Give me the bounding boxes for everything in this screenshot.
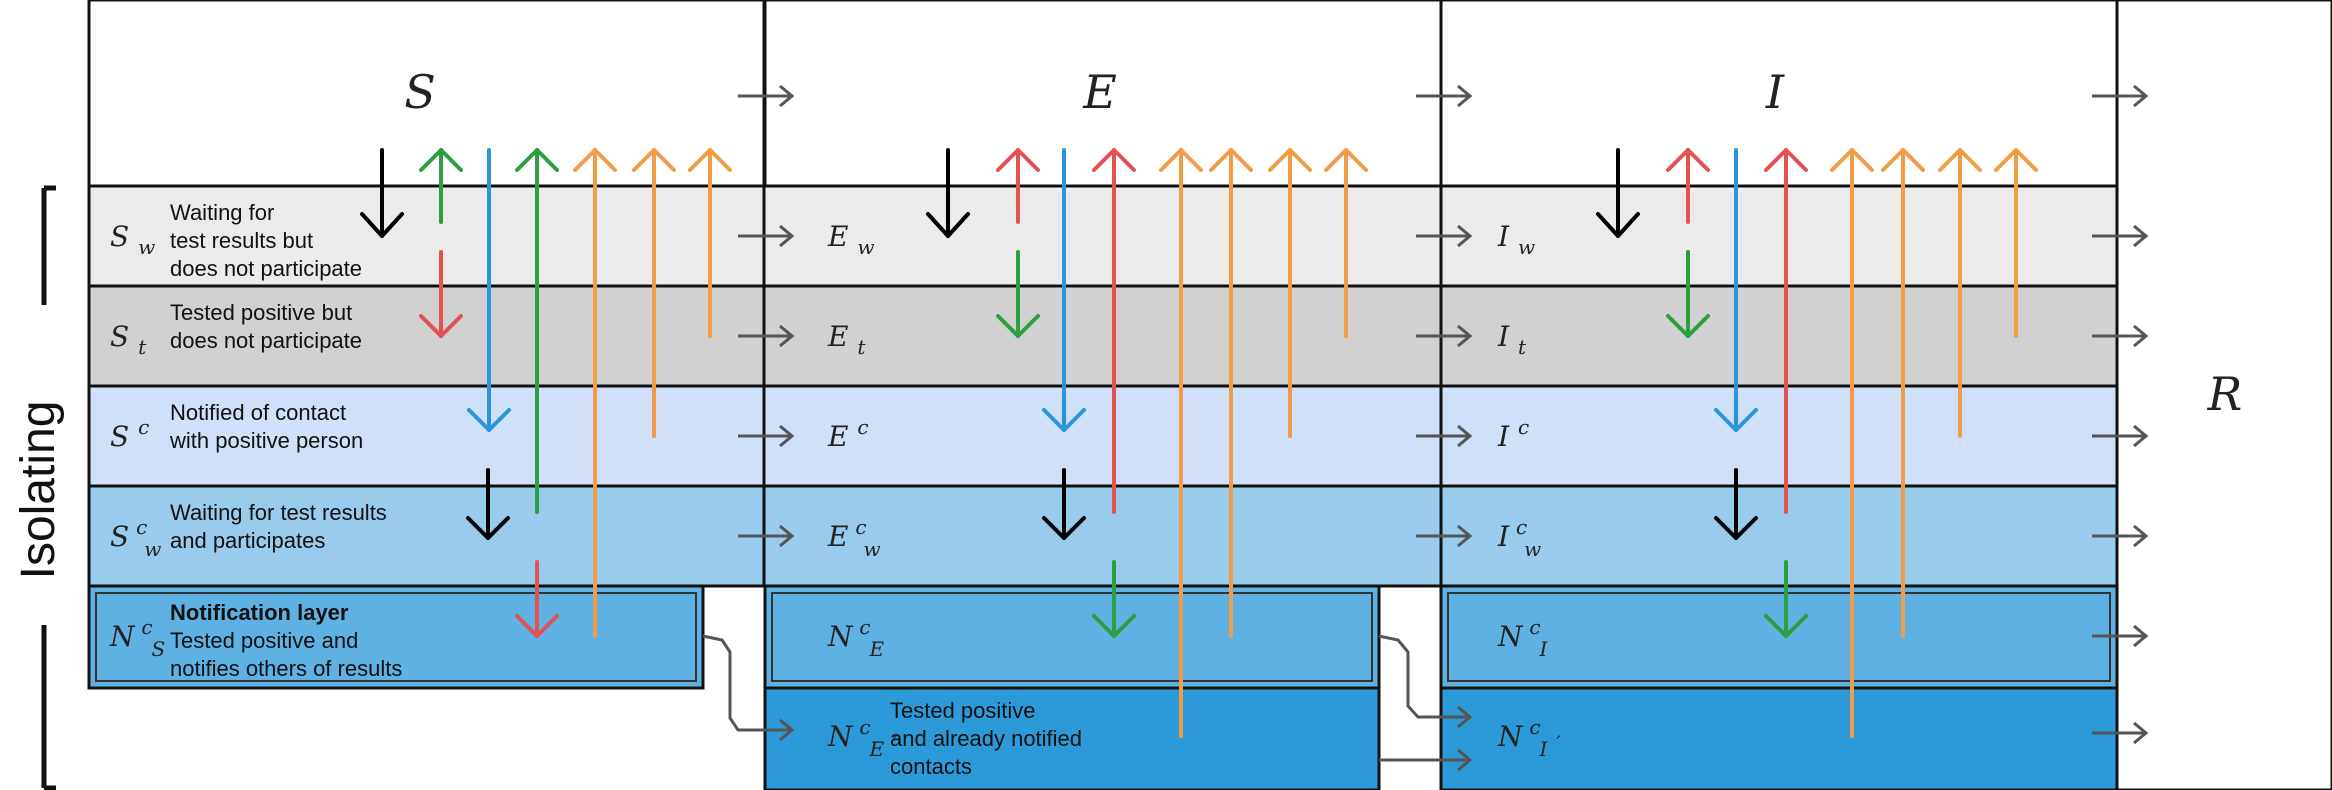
row-wc-band: [87, 484, 2119, 588]
Ewc-label: E c w: [827, 508, 881, 561]
row-w-description: Waiting for test results but does not pa…: [170, 200, 362, 281]
NI-box: [1439, 584, 2119, 690]
NS-box: [87, 584, 705, 690]
S-transition-arrows: [360, 148, 732, 638]
Ec-label: E c: [827, 415, 869, 453]
NIprime-box: [1439, 686, 2119, 790]
progression-arrows: [702, 84, 2149, 772]
row-labels: S w S t S c S c w N c S E w E t: [109, 220, 1561, 763]
notification-boxes: [87, 584, 2119, 790]
NI-label: N c I: [1497, 608, 1550, 661]
row-progression-arrows: [738, 224, 2149, 745]
row-descriptions: Waiting for test results but does not pa…: [169, 200, 1088, 779]
row-c-band: [87, 384, 2119, 488]
row-w-band: [87, 184, 2119, 288]
row-bands: [87, 184, 2119, 588]
NE-box: [763, 584, 1381, 690]
nprime-description: Tested positive and already notified con…: [890, 698, 1088, 779]
isolating-bracket: Isolating: [12, 185, 70, 790]
St-label: S t: [110, 320, 147, 359]
It-label: I t: [1497, 320, 1527, 359]
isolating-label: Isolating: [12, 401, 65, 580]
top-progression-arrows: [738, 84, 2149, 108]
NE-label: N c E: [827, 608, 885, 661]
Ew-label: E w: [827, 220, 874, 259]
transition-arrows: [360, 148, 2038, 738]
Iw-label: I w: [1497, 220, 1535, 259]
row-wc-description: Waiting for test results and participate…: [170, 500, 393, 553]
NS-inner-box: [95, 592, 697, 682]
S-label: S: [404, 65, 436, 119]
NE-inner-box: [771, 592, 1373, 682]
Sw-label: S w: [110, 220, 155, 259]
E-label: E: [1082, 65, 1117, 119]
NEprime-label: N c E ′: [827, 708, 898, 763]
Iwc-label: I c w: [1497, 508, 1541, 561]
notification-layer-description: Notification layer Tested positive and n…: [170, 600, 402, 681]
Sc-label: S c: [110, 415, 149, 453]
notification-connectors: [702, 634, 1473, 772]
Swc-label: S c w: [110, 508, 161, 561]
R-compartment-box: [2115, 0, 2332, 790]
NEprime-box: [763, 686, 1381, 790]
I-transition-arrows: [1596, 148, 2038, 738]
row-t-description: Tested positive but does not participate: [170, 300, 362, 353]
row-c-description: Notified of contact with positive person: [169, 400, 363, 453]
E-compartment-box: [763, 0, 1443, 188]
Et-label: E t: [827, 320, 866, 359]
I-label: I: [1765, 65, 1785, 119]
NS-label: N c S: [109, 608, 165, 661]
R-label: R: [2207, 367, 2243, 421]
row-t-band: [87, 284, 2119, 388]
NIprime-label: N c I ′: [1497, 708, 1561, 763]
top-compartments: S E I R: [87, 0, 2332, 790]
E-transition-arrows: [926, 148, 1368, 738]
Ic-label: I c: [1497, 415, 1529, 453]
